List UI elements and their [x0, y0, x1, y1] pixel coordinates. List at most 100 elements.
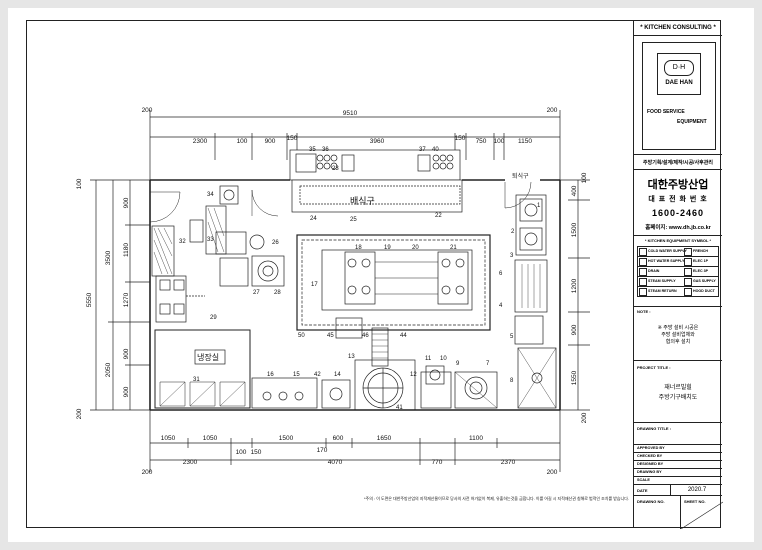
field-row: SCALE	[634, 476, 722, 484]
dim-bottom-seg: 100	[236, 449, 247, 456]
logo-mark: D·H	[664, 60, 694, 76]
dim-right-bottom: 200	[581, 412, 588, 423]
field-row: APPROVED BY	[634, 444, 722, 452]
item-number: 36	[322, 147, 329, 153]
dim-left-total: 5550	[86, 292, 93, 307]
dim-bottom-seg: 2300	[183, 459, 198, 466]
item-number: 21	[450, 245, 457, 251]
dim-top-seg: 2300	[193, 138, 208, 145]
legend-label: DRAIN	[648, 269, 660, 273]
legend-label: GAS SUPPLY	[693, 279, 716, 283]
item-number: 2	[511, 229, 515, 235]
item-number: 34	[207, 192, 214, 198]
legend-symbol-icon	[684, 258, 692, 266]
legend-panel: * KITCHEN EQUIPMENT SYMBOL * COLD WATER …	[634, 235, 722, 305]
field-label: APPROVED BY	[637, 446, 665, 450]
legend-label: COLD WATER SUPPLY	[648, 249, 687, 253]
item-number: 22	[435, 213, 442, 219]
item-number: 40	[432, 147, 439, 153]
legend-label: ELEC 1P	[693, 259, 708, 263]
dim-right-seg: 1200	[571, 278, 578, 293]
serving-area-label: 배식구	[350, 196, 375, 206]
legend-label: ELEC 3P	[693, 269, 708, 273]
title-block: * KITCHEN CONSULTING * D·H DAE HAN FOOD …	[633, 20, 723, 529]
dimensions-left: 100 5550 200 3500 2050 900 1180 1270 900…	[76, 178, 150, 419]
dimensions-top: 200 9510 200 2300 100 900 150 3960 150 7…	[142, 107, 561, 180]
field-row: CHECKED BY	[634, 452, 722, 460]
field-row: DRAWING BY	[634, 468, 722, 476]
bottom-equipment	[154, 329, 498, 411]
logo-panel: D·H DAE HAN FOOD SERVICE EQUIPMENT	[634, 38, 722, 152]
dim-top-seg: 100	[237, 138, 248, 145]
note-label: NOTE :	[637, 309, 651, 314]
dim-top-seg: 100	[494, 138, 505, 145]
logo-sub1: FOOD SERVICE	[647, 109, 685, 115]
dim-bottom-seg: 1050	[203, 435, 218, 442]
item-number: 10	[440, 356, 447, 362]
dim-right-seg: 1550	[571, 370, 578, 385]
drawing-sheet	[8, 8, 754, 542]
dim-top-seg: 150	[287, 135, 298, 142]
dim-top-seg: 3960	[370, 138, 385, 145]
legend-row: COLD WATER SUPPLY FRENCH	[637, 246, 719, 257]
item-number: 1	[537, 203, 541, 209]
drawing-no-label: DRAWING NO.	[637, 499, 665, 504]
dim-bottom-seg: 1100	[469, 435, 483, 442]
sheet-no-label: SHEET NO.	[684, 499, 706, 504]
legend-symbol-icon	[684, 248, 692, 256]
item-number: 28	[274, 290, 281, 296]
legend-symbol-icon	[684, 268, 692, 276]
legend-symbol-icon	[639, 258, 647, 266]
date-value: 2020.7	[670, 485, 723, 496]
item-number: 8	[510, 378, 514, 384]
item-number: 24	[310, 216, 317, 222]
project-panel: PROJECT TITLE : 재너르빌힐 주방기구배치도	[634, 360, 722, 420]
item-number: 33	[207, 237, 214, 243]
dim-bottom-seg: 1500	[279, 435, 294, 442]
drawing-title-panel: DRAWING TITLE :	[634, 422, 722, 444]
dim-bottom-left-edge: 200	[142, 469, 153, 476]
item-number: 35	[309, 147, 316, 153]
services-line: 주방기획/설계/제작/시공/사후관리	[634, 154, 722, 170]
dim-bottom-seg: 1650	[377, 435, 392, 442]
dim-bottom-small: 170	[317, 447, 328, 454]
dimensions-right: 100 400 1500 1200 900 1550 200	[560, 172, 590, 423]
field-label: SCALE	[637, 478, 650, 482]
item-number: 3	[510, 253, 514, 259]
title-block-header: * KITCHEN CONSULTING *	[634, 20, 722, 36]
dim-top-seg: 900	[265, 138, 276, 145]
item-number: 9	[456, 361, 460, 367]
item-number: 20	[412, 245, 419, 251]
phone-number: 1600-2460	[651, 208, 705, 218]
item-number: 11	[425, 356, 432, 362]
legend-label: HOOD DUCT	[693, 289, 715, 293]
item-number: 25	[350, 217, 357, 223]
legend-row: DRAIN ELEC 3P	[637, 267, 719, 277]
item-number: 45	[327, 333, 334, 339]
dim-left-seg: 900	[123, 197, 130, 208]
logo-sub2: EQUIPMENT	[677, 119, 707, 125]
date-row: DATE 2020.7	[634, 484, 723, 496]
item-number: 19	[384, 245, 391, 251]
item-number: 14	[334, 372, 341, 378]
note-line: ※ 주방 설비 시공은	[657, 325, 699, 331]
item-number: 5	[510, 334, 514, 340]
legend-label: STEAM SUPPLY	[648, 279, 676, 283]
dim-left-seg: 3500	[105, 250, 112, 265]
item-number: 23	[332, 166, 339, 172]
central-island	[296, 234, 491, 367]
legend-title: * KITCHEN EQUIPMENT SYMBOL *	[644, 238, 712, 243]
equipment-labels: 냉장실 퇴식구 1 2 3 4 5 6 7 8 9 10 11 12 13 14…	[179, 147, 541, 411]
item-number: 13	[348, 354, 355, 360]
field-label: CHECKED BY	[637, 454, 663, 458]
dim-left-seg: 1270	[123, 292, 130, 307]
logo-name: DAE HAN	[665, 80, 693, 86]
item-number: 26	[272, 240, 279, 246]
dim-top-total: 9510	[343, 110, 358, 117]
item-number: 29	[210, 315, 217, 321]
legend-label: FRENCH	[693, 249, 708, 253]
date-label: DATE	[637, 488, 648, 493]
